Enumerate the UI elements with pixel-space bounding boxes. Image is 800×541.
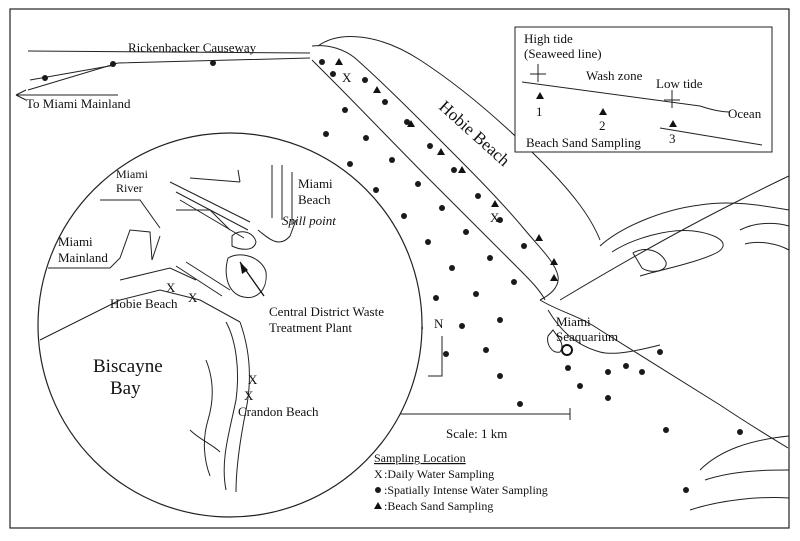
miami-river-label-2: River [116,181,143,195]
miami-mainland-label-2: Mainland [58,250,108,265]
miami-mainland-label-1: Miami [58,234,93,249]
to-mainland-label: To Miami Mainland [26,96,131,111]
tide-point-1: 1 [536,104,543,119]
legend-title: Sampling Location [374,451,466,465]
hobie-beach-label: Hobie Beach [435,97,514,171]
beach-sand-triangles [335,58,558,281]
wash-zone-label: Wash zone [586,68,643,83]
scale-bar: Scale: 1 km [393,408,571,441]
inset-hobie-beach-label: Hobie Beach [110,296,178,311]
causeway-label: Rickenbacker Causeway [128,40,257,55]
miami-river-label-1: Miami [116,167,149,181]
north-arrow: N [428,316,444,377]
legend-triangle-symbol [374,502,382,509]
to-mainland-arrow [15,89,118,101]
scale-label: Scale: 1 km [446,426,507,441]
tide-caption: Beach Sand Sampling [526,135,641,150]
map-frame [9,8,790,529]
high-tide-label: High tide [524,31,573,46]
crandon-beach-label: Crandon Beach [238,404,319,419]
legend-spatial-water: :Spatially Intense Water Sampling [384,483,548,497]
ocean-label: Ocean [728,106,762,121]
tide-diagram: High tide (Seaweed line) Wash zone Low t… [514,26,773,153]
legend: Sampling Location X :Daily Water Samplin… [374,451,548,513]
inset-x-1: X [166,280,176,295]
seaquarium-label-1: Miami [556,314,591,329]
key-shoreline [311,36,790,511]
seaquarium-label-2: Seaquarium [556,329,618,344]
legend-daily-water: :Daily Water Sampling [384,467,494,481]
spill-point-label: Spill point [282,213,336,228]
inset-x-4: X [244,388,254,403]
inset-x-2: X [188,290,198,305]
inset-x-3: X [248,372,258,387]
inset-map [37,132,423,518]
biscayne-bay-label-2: Bay [110,378,141,399]
treatment-plant-label-2: Treatment Plant [269,320,352,335]
north-label: N [434,316,444,331]
causeway [27,50,311,91]
x-mark-beach: X [490,210,500,225]
legend-beach-sand: :Beach Sand Sampling [384,499,493,513]
treatment-plant-label-1: Central District Waste [269,304,384,319]
x-mark-causeway: X [342,70,352,85]
miami-beach-label-1: Miami [298,176,333,191]
legend-x-symbol: X [374,467,383,481]
biscayne-bay-label-1: Biscayne [93,356,163,377]
legend-dot-symbol [375,487,381,493]
treatment-plant-arrow [239,261,265,297]
tide-point-2: 2 [599,118,606,133]
miami-beach-label-2: Beach [298,192,331,207]
low-tide-label: Low tide [656,76,703,91]
tide-point-3: 3 [669,131,676,146]
seaweed-line-label: (Seaweed line) [524,46,602,61]
